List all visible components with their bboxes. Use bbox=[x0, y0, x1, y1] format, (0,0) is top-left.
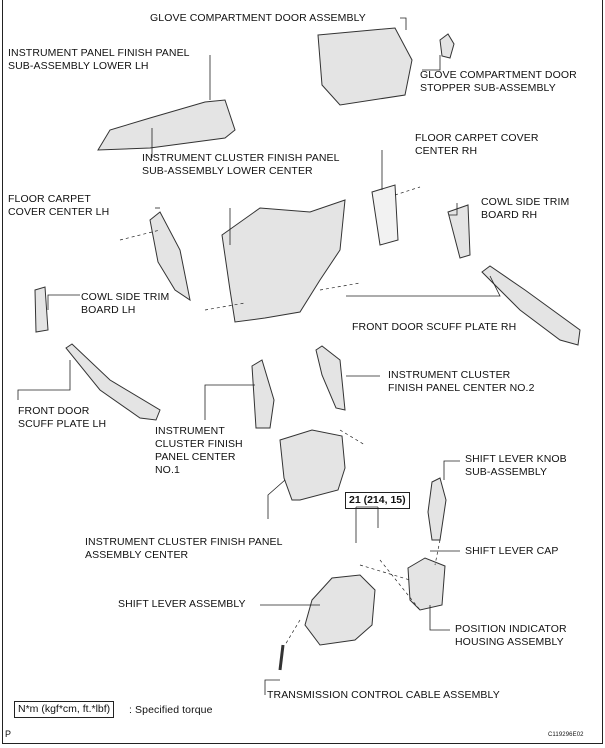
legend-text: : Specified torque bbox=[129, 704, 213, 716]
position-indicator-part bbox=[407, 557, 446, 611]
figure-code: C119296E02 bbox=[548, 732, 584, 738]
label-glove-door: GLOVE COMPARTMENT DOOR ASSEMBLY bbox=[150, 12, 366, 24]
label-cluster-no1: INSTRUMENT CLUSTER FINISH PANEL CENTER N… bbox=[155, 425, 243, 476]
ip-lower-lh-part bbox=[97, 99, 236, 151]
cowl-rh-part bbox=[447, 204, 471, 259]
carpet-lh-part bbox=[149, 211, 191, 302]
torque-box: 21 (214, 15) bbox=[345, 492, 410, 509]
corner-mark: P bbox=[5, 729, 12, 739]
cluster-no2-part bbox=[315, 345, 346, 411]
cluster-center-part bbox=[279, 429, 346, 501]
label-cowl-lh: COWL SIDE TRIM BOARD LH bbox=[81, 291, 170, 316]
label-carpet-lh: FLOOR CARPET COVER CENTER LH bbox=[8, 193, 110, 218]
legend-unit-box: N*m (kgf*cm, ft.*lbf) bbox=[14, 701, 115, 718]
shift-lever-part bbox=[304, 574, 376, 646]
label-trans-cable: TRANSMISSION CONTROL CABLE ASSEMBLY bbox=[267, 689, 500, 701]
label-scuff-lh: FRONT DOOR SCUFF PLATE LH bbox=[18, 405, 107, 430]
label-carpet-rh: FLOOR CARPET COVER CENTER RH bbox=[415, 132, 539, 157]
carpet-rh-part bbox=[371, 184, 399, 246]
label-shift-cap: SHIFT LEVER CAP bbox=[465, 545, 559, 557]
label-glove-stopper: GLOVE COMPARTMENT DOOR STOPPER SUB-ASSEM… bbox=[420, 69, 577, 94]
label-cluster-center: INSTRUMENT CLUSTER FINISH PANEL ASSEMBLY… bbox=[85, 536, 283, 561]
glove-door-part bbox=[317, 27, 413, 106]
shift-knob-part bbox=[427, 477, 447, 541]
glove-stopper-part bbox=[439, 33, 455, 59]
scuff-rh-part bbox=[481, 265, 581, 346]
cluster-no1-part bbox=[251, 359, 275, 429]
label-ip-lower-lh: INSTRUMENT PANEL FINISH PANEL SUB-ASSEMB… bbox=[8, 47, 190, 72]
cluster-lower-center-part bbox=[221, 199, 346, 323]
label-shift-knob: SHIFT LEVER KNOB SUB-ASSEMBLY bbox=[465, 453, 567, 478]
label-scuff-rh: FRONT DOOR SCUFF PLATE RH bbox=[352, 321, 517, 333]
label-cluster-lower-center: INSTRUMENT CLUSTER FINISH PANEL SUB-ASSE… bbox=[142, 152, 340, 177]
label-shift-lever: SHIFT LEVER ASSEMBLY bbox=[118, 598, 246, 610]
cowl-lh-part bbox=[34, 286, 49, 333]
label-position-indicator: POSITION INDICATOR HOUSING ASSEMBLY bbox=[455, 623, 567, 648]
scuff-lh-part bbox=[65, 343, 161, 421]
label-cluster-no2: INSTRUMENT CLUSTER FINISH PANEL CENTER N… bbox=[388, 369, 535, 394]
label-cowl-rh: COWL SIDE TRIM BOARD RH bbox=[481, 196, 570, 221]
